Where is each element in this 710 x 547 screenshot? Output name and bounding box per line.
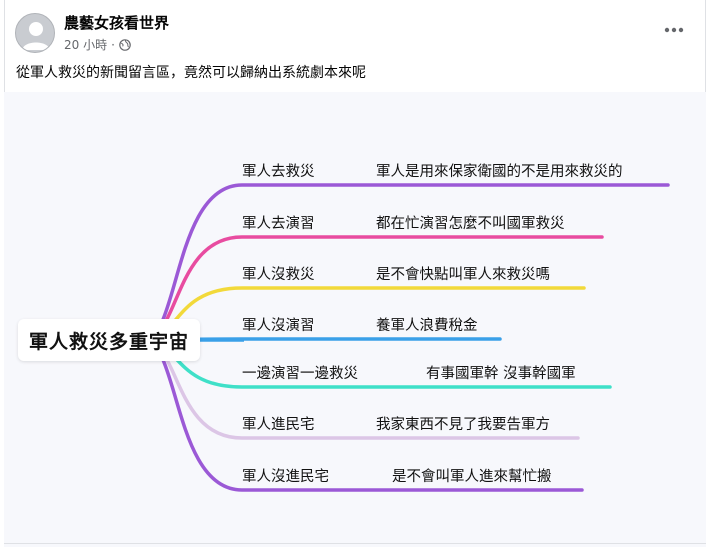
post-author[interactable]: 農藝女孩看世界 [64,14,170,32]
mindmap-branch-label: 軍人沒進民宅 [242,468,329,485]
mindmap-branch-comment: 軍人是用來保家衛國的不是用來救災的 [376,163,623,180]
image-bottom-border [4,543,706,544]
more-options-button[interactable] [660,18,688,42]
mindmap-branch-comment: 養軍人浪費稅金 [376,316,478,334]
post-text: 從軍人救災的新聞留言區，竟然可以歸納出系統劇本來呢 [16,65,366,81]
mindmap-branch-line [142,338,584,492]
mindmap-branch-label: 軍人去救災 [242,163,315,180]
mindmap-branch-comment: 是不會快點叫軍人來救災嗎 [376,266,550,283]
globe-icon[interactable] [119,38,131,51]
mindmap-branch-comment: 都在忙演習怎麼不叫國軍救災 [376,215,565,232]
post-time[interactable]: 20 小時 [64,38,108,52]
mindmap-branch-comment: 有事國軍幹 沒事幹國軍 [426,364,576,382]
default-profile-icon [22,22,50,50]
mindmap-root: 軍人救災多重宇宙 [18,319,200,361]
mindmap-branch-label: 軍人去演習 [242,215,315,232]
mindmap-branch-label: 軍人進民宅 [242,416,315,433]
mindmap-branch-line [142,286,586,342]
mindmap-branch-label: 一邊演習一邊救災 [242,365,358,382]
post-image[interactable]: 軍人去救災 軍人是用來保家衛國的不是用來救災的軍人去演習 都在忙演習怎麼不叫國軍救災… [4,92,706,547]
mindmap-branch-comment: 是不會叫軍人進來幫忙搬 [392,468,552,485]
mindmap-branch-line [142,183,670,342]
mindmap-branch-comment: 我家東西不見了我要告軍方 [376,416,550,433]
avatar[interactable] [15,13,55,53]
mindmap-branch-label: 軍人沒救災 [242,266,315,283]
post-meta: 20 小時 · [64,36,131,53]
meta-separator: · [111,37,115,52]
mindmap-branch-label: 軍人沒演習 [242,317,315,334]
more-horizontal-icon [664,27,684,33]
